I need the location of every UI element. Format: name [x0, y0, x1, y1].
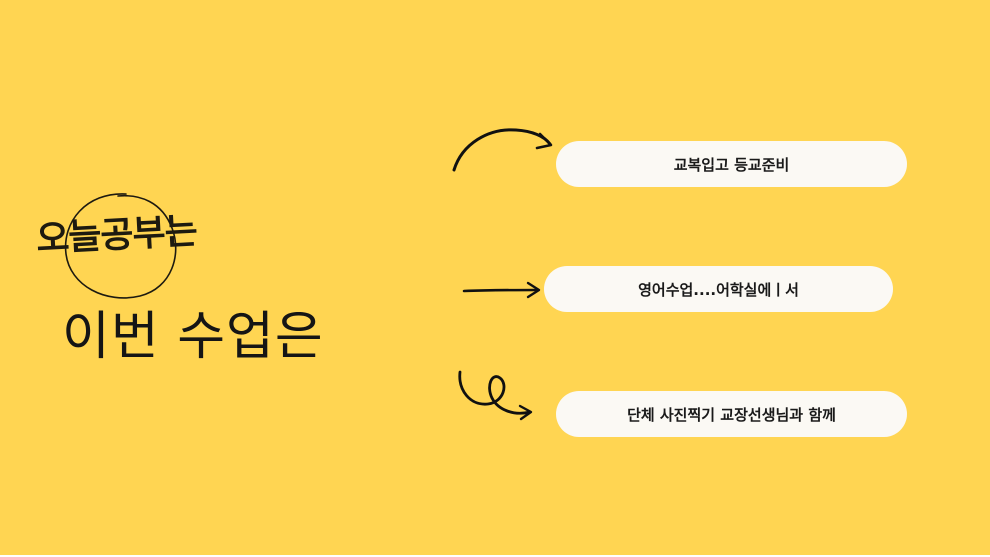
item-pill-2: 영어수업....어학실에ㅣ서: [544, 266, 893, 312]
item-pill-3: 단체 사진찍기 교장선생님과 함께: [556, 391, 907, 437]
straight-arrow-icon: [462, 281, 541, 299]
handwritten-label: 오늘공부는: [35, 209, 198, 261]
loop-arrow-icon: [458, 370, 533, 421]
item-pill-1: 교복입고 등교준비: [556, 141, 907, 187]
curved-arc-arrow-icon: [452, 128, 553, 172]
hand-drawn-circle-icon: [64, 193, 177, 299]
main-title: 이번 수업은: [62, 307, 324, 367]
